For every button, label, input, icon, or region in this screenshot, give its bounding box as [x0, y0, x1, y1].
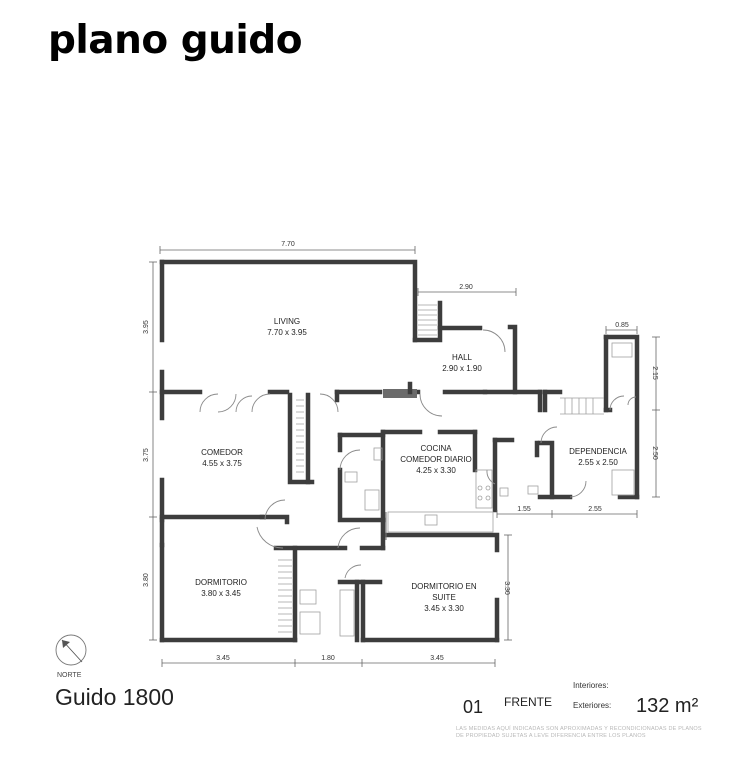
room-living: LIVING 7.70 x 3.95 — [267, 317, 307, 337]
dim-left-comedor: 3.75 — [143, 448, 150, 462]
dim-top-width: 7.70 — [281, 241, 295, 248]
room-name: COMEDOR — [201, 448, 243, 457]
room-dormitorio: DORMITORIO 3.80 x 3.45 — [195, 578, 247, 598]
room-size: 7.70 x 3.95 — [267, 328, 307, 337]
fixtures — [278, 304, 635, 637]
room-dependencia: DEPENDENCIA 2.55 x 2.50 — [569, 447, 627, 467]
room-size: 4.25 x 3.30 — [416, 466, 456, 475]
room-name: HALL — [452, 353, 473, 362]
room-size: 2.55 x 2.50 — [578, 458, 618, 467]
north-arrow-icon — [55, 634, 87, 666]
room-name: DEPENDENCIA — [569, 447, 627, 456]
walls — [159, 259, 640, 643]
dim-bottom-dep: 2.55 — [588, 506, 602, 513]
dim-left-living: 3.95 — [143, 320, 150, 334]
room-name: COCINA — [420, 444, 452, 453]
dim-right-suite: 3.30 — [503, 581, 510, 595]
room-size: 2.90 x 1.90 — [442, 364, 482, 373]
orientation-label: FRENTE — [504, 695, 552, 709]
dim-bottom-service: 1.55 — [517, 506, 531, 513]
room-comedor: COMEDOR 4.55 x 3.75 — [201, 448, 243, 468]
room-suite: DORMITORIO EN SUITE 3.45 x 3.30 — [411, 582, 476, 613]
dim-right-dep-top: 2.15 — [651, 366, 658, 380]
page-title: plano guido — [48, 18, 303, 63]
dim-hall-width: 2.90 — [459, 284, 473, 291]
dim-bottom-mid: 1.80 — [321, 655, 335, 662]
north-label: NORTE — [57, 672, 82, 679]
room-name: LIVING — [274, 317, 300, 326]
room-name: DORMITORIO EN — [411, 582, 476, 591]
dim-dep-top: 0.85 — [615, 322, 629, 329]
unit-number: 01 — [463, 697, 484, 717]
exterior-label: Exteriores: — [573, 701, 612, 710]
dimension-lines — [149, 246, 660, 667]
disclaimer-text: LAS MEDIDAS AQUÍ INDICADAS SON APROXIMAD… — [456, 726, 702, 739]
room-size: 3.80 x 3.45 — [201, 589, 241, 598]
property-address: Guido 1800 — [55, 684, 174, 710]
door-swings — [199, 329, 637, 579]
dim-bottom-left: 3.45 — [216, 655, 230, 662]
room-size: 4.55 x 3.75 — [202, 459, 242, 468]
dim-left-dorm: 3.80 — [143, 573, 150, 587]
room-name-2: COMEDOR DIARIO — [400, 455, 472, 464]
room-name-2: SUITE — [432, 593, 456, 602]
dim-bottom-right: 3.45 — [430, 655, 444, 662]
dim-right-dep: 2.50 — [651, 446, 658, 460]
interior-label: Interiores: — [573, 681, 609, 690]
room-size: 3.45 x 3.30 — [424, 604, 464, 613]
total-area: 132 m² — [636, 695, 699, 717]
room-name: DORMITORIO — [195, 578, 247, 587]
room-hall: HALL 2.90 x 1.90 — [442, 353, 482, 373]
room-cocina: COCINA COMEDOR DIARIO 4.25 x 3.30 — [400, 444, 472, 475]
